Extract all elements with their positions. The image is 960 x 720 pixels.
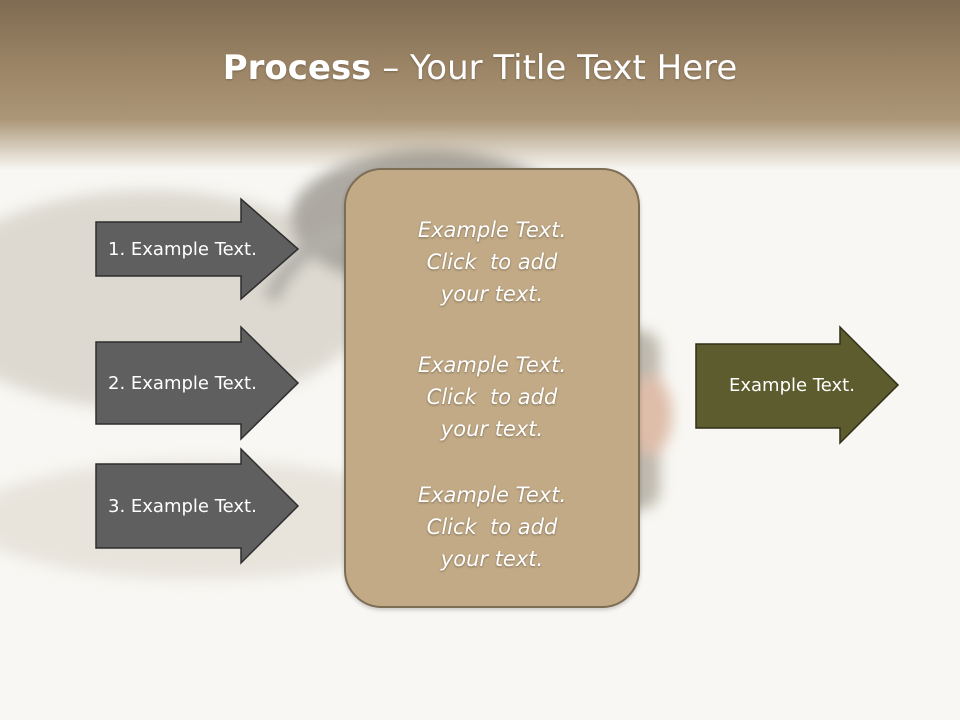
header-band [0, 0, 960, 170]
title-bold: Process [222, 48, 372, 88]
center-block-3-line-1: Example Text. [417, 483, 567, 507]
input-arrow-1[interactable]: 1. Example Text. [95, 197, 300, 301]
center-block-1-line-1: Example Text. [417, 218, 567, 242]
center-block-1-line-3: your text. [440, 282, 544, 306]
output-arrow[interactable]: Example Text. [695, 325, 900, 445]
center-block-1-line-2: Click to add [426, 250, 558, 274]
input-arrow-1-label: 1. Example Text. [108, 238, 257, 260]
input-arrow-3[interactable]: 3. Example Text. [95, 447, 300, 565]
title-rest: – Your Title Text Here [371, 48, 738, 88]
center-block-3-line-3: your text. [440, 547, 544, 571]
center-block-2-line-1: Example Text. [417, 353, 567, 377]
center-text-block-2[interactable]: Example Text. Click to add your text. [346, 349, 638, 445]
input-arrow-3-label: 3. Example Text. [108, 495, 257, 517]
center-text-block-3[interactable]: Example Text. Click to add your text. [346, 479, 638, 575]
input-arrow-2[interactable]: 2. Example Text. [95, 325, 300, 441]
slide-title: Process – Your Title Text Here [0, 48, 960, 88]
center-block-2-line-2: Click to add [426, 385, 558, 409]
output-arrow-label: Example Text. [729, 374, 855, 396]
center-text-block-1[interactable]: Example Text. Click to add your text. [346, 214, 638, 310]
center-process-box[interactable]: Example Text. Click to add your text. Ex… [344, 168, 640, 608]
input-arrow-1-shape [95, 197, 300, 301]
input-arrow-2-label: 2. Example Text. [108, 372, 257, 394]
center-block-2-line-3: your text. [440, 417, 544, 441]
input-arrow-3-shape [95, 447, 300, 565]
center-block-3-line-2: Click to add [426, 515, 558, 539]
input-arrow-2-shape [95, 325, 300, 441]
output-arrow-shape [695, 325, 900, 445]
